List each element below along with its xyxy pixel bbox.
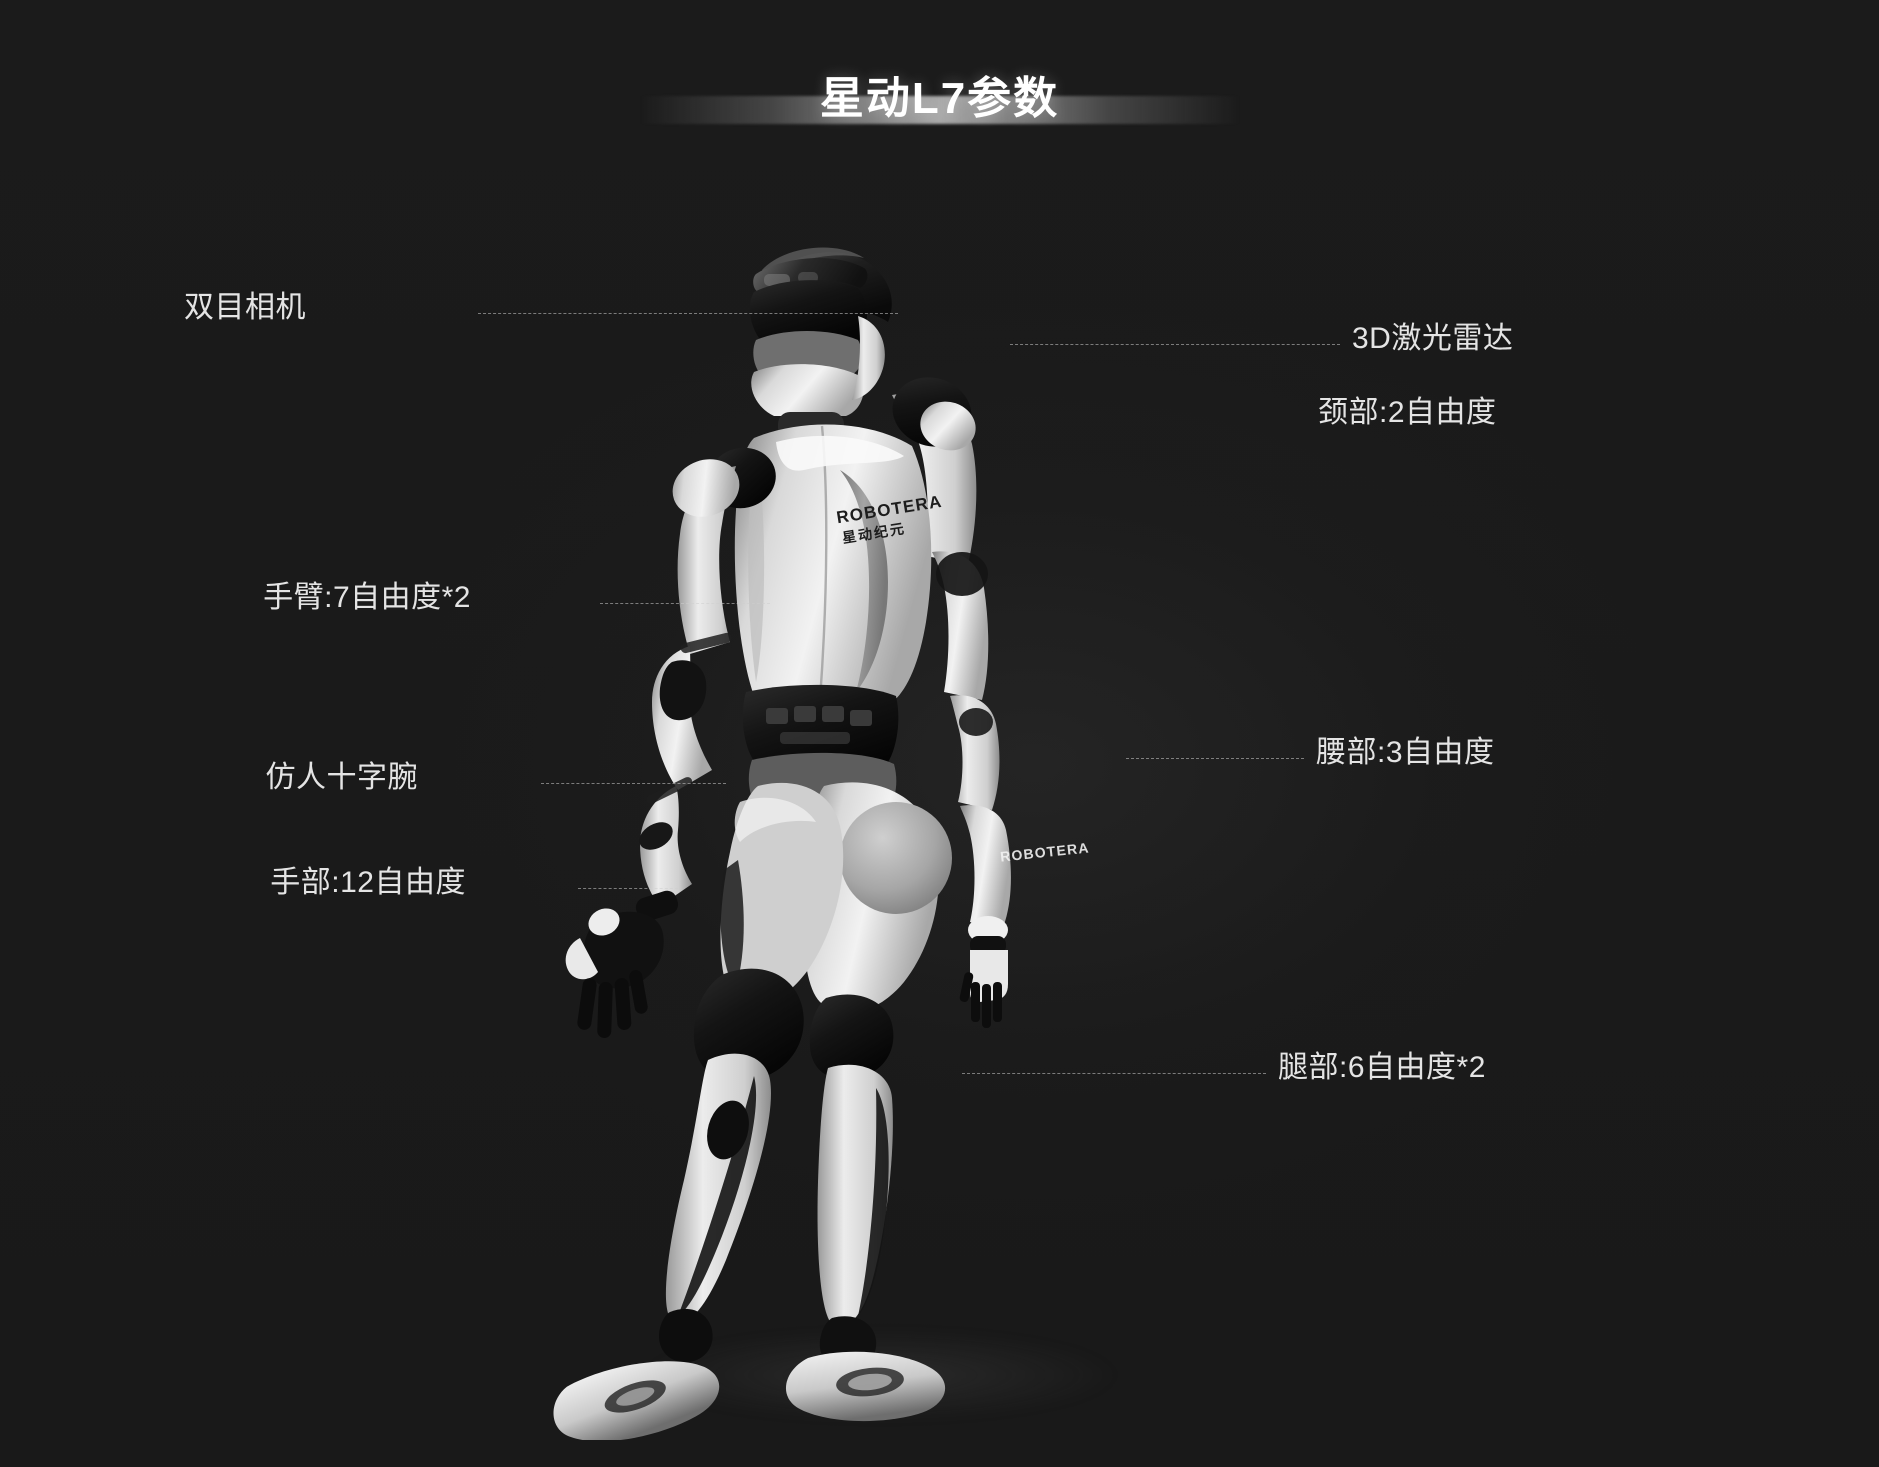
- page-title-block: 星动L7参数: [0, 62, 1879, 132]
- leader-line-leg-dof: [962, 1073, 1266, 1074]
- robot-far-arm: [892, 377, 1011, 1028]
- robot-near-arm: [565, 459, 740, 1038]
- leader-line-binocular-camera: [478, 313, 898, 314]
- callout-neck-dof: 颈部:2自由度: [1318, 396, 1497, 429]
- callout-hand-dof: 手部:12自由度: [270, 866, 466, 899]
- callout-cross-wrist: 仿人十字腕: [265, 761, 418, 794]
- robot-head: [749, 247, 892, 446]
- leader-line-arm-dof: [600, 603, 770, 604]
- robot-illustration: [540, 230, 1200, 1440]
- title-gradient-band: [639, 96, 1240, 124]
- callout-waist-dof: 腰部:3自由度: [1316, 736, 1495, 769]
- robot-far-leg: [785, 782, 952, 1422]
- callout-3d-lidar: 3D激光雷达: [1352, 322, 1514, 355]
- leader-line-hand-dof: [578, 888, 678, 889]
- leader-line-waist-dof: [1126, 758, 1304, 759]
- callout-leg-dof: 腿部:6自由度*2: [1278, 1051, 1486, 1084]
- robot-near-leg: [553, 782, 844, 1440]
- callout-binocular-camera: 双目相机: [184, 291, 306, 324]
- callout-arm-dof: 手臂:7自由度*2: [263, 581, 471, 614]
- page-title: 星动L7参数: [819, 74, 1060, 123]
- leader-line-3d-lidar: [1010, 344, 1340, 345]
- leader-line-cross-wrist: [541, 783, 726, 784]
